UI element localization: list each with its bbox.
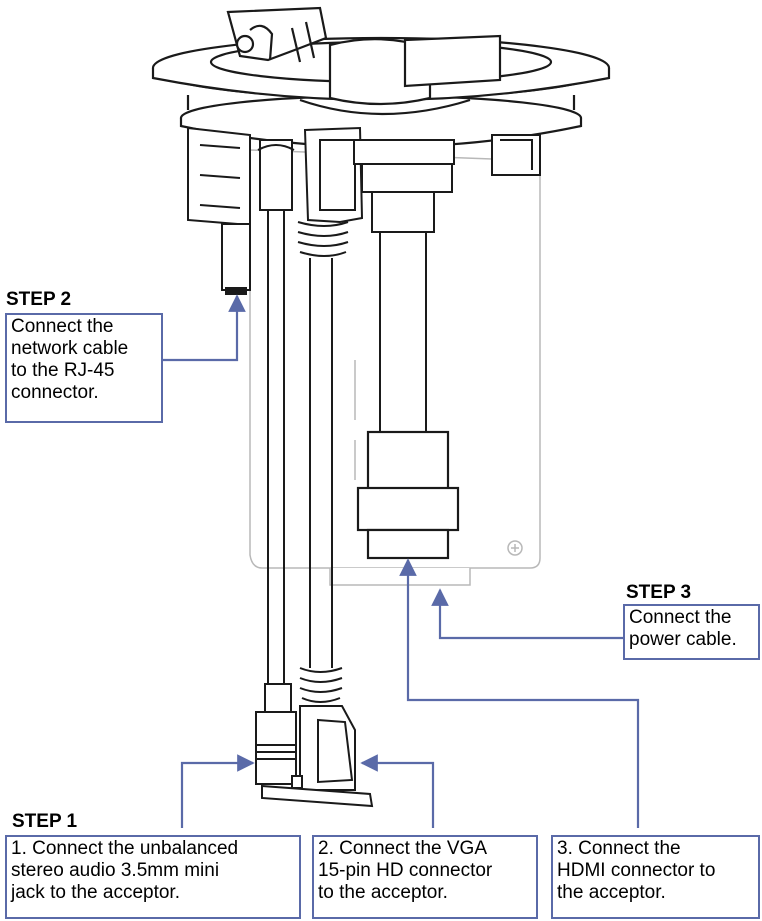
device-housing	[249, 149, 541, 586]
step1-audio-line-2: stereo audio 3.5mm mini	[11, 860, 220, 881]
step2-line-1: Connect the	[11, 316, 114, 337]
step2-callout-arrow	[161, 294, 246, 362]
step1-vga-callout-arrow	[360, 754, 435, 828]
callout-lines	[161, 294, 640, 828]
step3-line-2: power cable.	[629, 629, 737, 650]
step2-title: STEP 2	[6, 289, 72, 310]
step2-line-3: to the RJ-45	[11, 360, 115, 381]
step1-vga-line-2: 15-pin HD connector	[318, 860, 493, 881]
step3-line-1: Connect the	[629, 607, 732, 628]
step1-vga-line-1: 2. Connect the VGA	[318, 838, 487, 859]
step3-callout-box: Connect the power cable.	[623, 604, 760, 660]
step1-audio-box: 1. Connect the unbalanced stereo audio 3…	[5, 835, 301, 919]
connectors	[187, 126, 541, 295]
step2-line-2: network cable	[11, 338, 129, 359]
step1-audio-callout-arrow	[180, 754, 255, 828]
hdmi-plug	[356, 430, 460, 560]
step1-audio-line-1: 1. Connect the unbalanced	[11, 838, 239, 859]
step1-title: STEP 1	[12, 811, 78, 832]
step1-vga-box: 2. Connect the VGA 15-pin HD connector t…	[312, 835, 538, 919]
step1-hdmi-line-1: 3. Connect the	[557, 838, 681, 859]
step1-hdmi-callout-arrow	[399, 558, 640, 828]
step1-hdmi-line-3: the acceptor.	[557, 882, 666, 903]
step1-hdmi-line-2: HDMI connector to	[557, 860, 716, 881]
mounting-plate	[151, 6, 611, 149]
step3-title: STEP 3	[626, 582, 692, 603]
step3-callout-arrow	[431, 588, 624, 640]
step1-audio-line-3: jack to the acceptor.	[11, 882, 180, 903]
step1-hdmi-box: 3. Connect the HDMI connector to the acc…	[551, 835, 760, 919]
step2-line-4: connector.	[11, 382, 99, 403]
cables	[267, 210, 427, 685]
step1-vga-line-3: to the acceptor.	[318, 882, 448, 903]
step2-callout-box: Connect the network cable to the RJ-45 c…	[5, 313, 163, 423]
bottom-plugs	[255, 667, 374, 808]
